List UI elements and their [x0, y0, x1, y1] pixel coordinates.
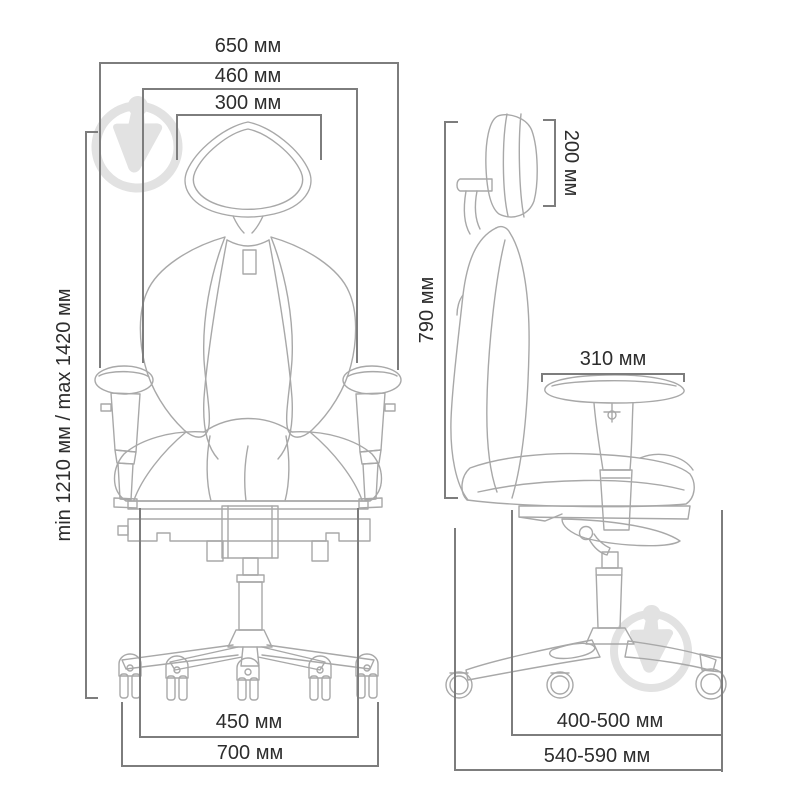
side-seat-depth-bracket [511, 510, 722, 736]
side-view-chair [445, 113, 727, 700]
side-headrest [456, 113, 538, 235]
dimension-lines [85, 62, 723, 772]
caster [445, 671, 473, 699]
side-backrest [450, 225, 530, 501]
side-cylinder [585, 551, 635, 645]
front-headrest-width-bracket [176, 114, 322, 160]
side-back-height-bracket [444, 121, 458, 499]
caster [355, 653, 379, 699]
watermark-badge-icon [91, 95, 183, 193]
front-view-chair [94, 121, 402, 701]
side-armrest-length-bracket [541, 373, 685, 382]
front-backrest-width-bracket [142, 88, 358, 363]
caster [546, 671, 574, 699]
front-logo-tag [242, 249, 257, 275]
side-mechanism [518, 505, 691, 556]
front-base-overall-bracket [121, 702, 379, 767]
front-overall-width-label: 650 мм [214, 35, 282, 57]
front-armrest-right [342, 365, 402, 509]
front-armrest-left [94, 365, 154, 509]
front-height-range-label: min 1210 мм / max 1420 мм [53, 288, 75, 542]
front-base-overall-label: 700 мм [216, 742, 284, 764]
front-backrest-wings [133, 236, 363, 501]
side-seat [461, 452, 695, 508]
front-height-range-bracket [85, 131, 98, 699]
front-base-inner-label: 450 мм [215, 711, 283, 733]
side-headrest-height-bracket [543, 119, 556, 207]
front-mechanism [117, 505, 371, 648]
caster [236, 657, 260, 701]
side-base-depth-bracket [454, 528, 722, 771]
front-headrest-width-label: 300 мм [214, 92, 282, 114]
front-backrest-spine [202, 239, 294, 460]
front-backrest-width-label: 460 мм [214, 65, 282, 87]
caster [165, 655, 189, 701]
side-armrest [544, 374, 685, 531]
side-headrest-height-label: 200 мм [560, 129, 582, 197]
side-base-depth-label: 540-590 мм [543, 745, 651, 767]
front-base [118, 644, 379, 701]
side-back-height-label: 790 мм [416, 276, 438, 344]
front-headrest [184, 121, 312, 234]
side-seat-depth-label: 400-500 мм [556, 710, 664, 732]
front-seat [113, 417, 383, 510]
side-armrest-length-label: 310 мм [579, 348, 647, 370]
caster [308, 655, 332, 701]
watermark-badge-icon [610, 604, 692, 692]
front-base-inner-bracket [139, 508, 359, 738]
front-overall-width-bracket [99, 62, 399, 370]
